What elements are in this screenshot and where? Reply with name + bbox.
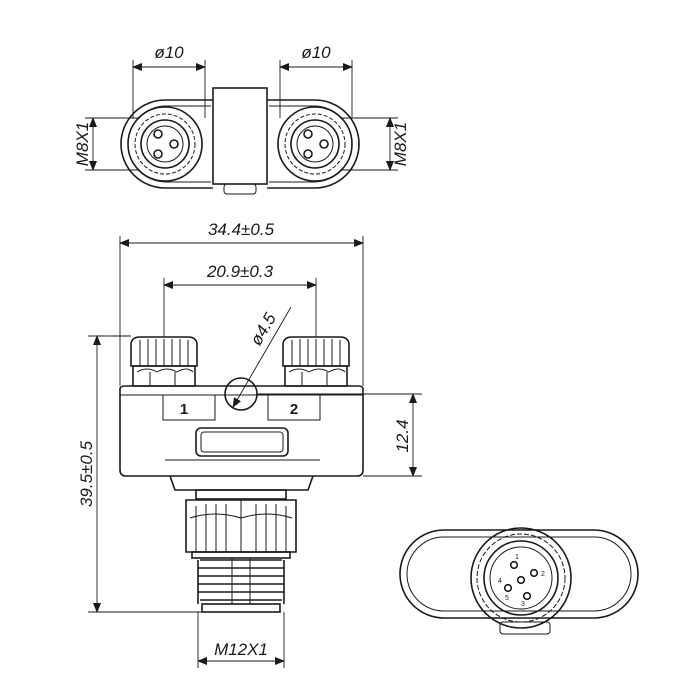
bottom-view: 1 2 3 4 5 — [399, 527, 639, 635]
pin-hole — [169, 139, 179, 149]
left-diameter-label: ø10 — [154, 43, 184, 62]
left-port-nut — [130, 336, 198, 387]
pin — [503, 583, 513, 593]
dim-left-diameter: ø10 — [132, 43, 206, 118]
dim-body-height: 12.4 — [257, 393, 422, 477]
port-spacing-label: 20.9±0.3 — [206, 262, 274, 281]
pin-hole — [319, 139, 329, 149]
center-tab — [223, 183, 257, 195]
m12-male-connector — [185, 489, 297, 613]
overall-width-label: 34.4±0.5 — [208, 220, 275, 239]
port-1-label: 1 — [180, 401, 188, 418]
dim-left-thread: M8X1 — [73, 117, 140, 171]
front-view: 1 2 34.4± — [77, 220, 422, 668]
left-thread-label: M8X1 — [73, 122, 92, 166]
bottom-outline — [399, 529, 639, 619]
bottom-thread-label: M12X1 — [214, 640, 268, 659]
connector-body — [119, 385, 364, 491]
pin-hole — [153, 149, 163, 159]
pin — [516, 575, 526, 585]
hole-diameter-label: ø4.5 — [247, 309, 281, 348]
pin — [509, 560, 519, 570]
port-2-label: 2 — [290, 401, 298, 418]
left-m8-socket — [120, 99, 213, 189]
dim-port-spacing: 20.9±0.3 — [163, 262, 317, 337]
center-web — [212, 87, 268, 185]
pin-label-4: 4 — [498, 578, 502, 585]
pin-hole — [153, 129, 163, 139]
right-diameter-label: ø10 — [301, 43, 331, 62]
pin-label-3: 3 — [521, 601, 525, 608]
right-port-nut — [282, 336, 350, 387]
right-thread-label: M8X1 — [391, 122, 410, 166]
pin-hole — [303, 149, 313, 159]
pin-label-1: 1 — [515, 554, 519, 561]
body-slot — [195, 427, 289, 457]
dim-overall-height: 39.5±0.5 — [77, 335, 202, 613]
right-m8-socket — [267, 99, 360, 189]
pin-hole — [303, 129, 313, 139]
m12-outer-ring — [470, 527, 572, 629]
overall-height-label: 39.5±0.5 — [77, 440, 96, 507]
top-view: ø10 ø10 M8X1 M8X1 — [73, 43, 410, 195]
dim-right-diameter: ø10 — [279, 43, 353, 118]
dim-bottom-thread: M12X1 — [197, 612, 285, 668]
pin-label-5: 5 — [505, 595, 509, 602]
pin-label-2: 2 — [541, 571, 545, 578]
pin — [529, 568, 539, 578]
pin — [522, 591, 532, 601]
dim-overall-width: 34.4±0.5 — [119, 220, 364, 386]
dim-right-thread: M8X1 — [340, 117, 410, 171]
body-height-label: 12.4 — [393, 419, 412, 452]
